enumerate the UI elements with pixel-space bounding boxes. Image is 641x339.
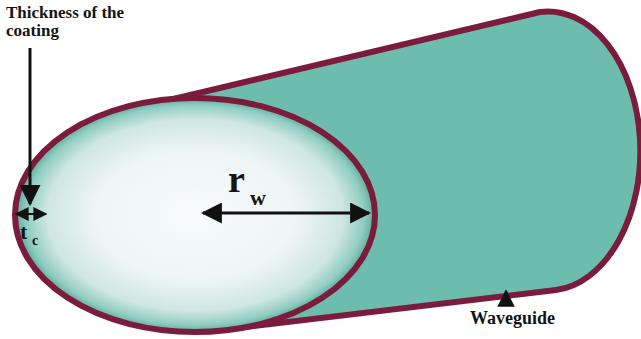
radius-dimension [203, 212, 369, 215]
subscript-label: c [32, 234, 38, 249]
symbol-label: t [20, 220, 27, 243]
symbol-label: r [228, 160, 245, 200]
leader-arrow [29, 48, 32, 204]
leader-arrow [505, 291, 508, 306]
waveguide-aperture [15, 98, 375, 332]
subscript-label: w [250, 186, 266, 209]
part-label: Waveguide [470, 309, 555, 328]
coating-label: Thickness of the coating [6, 4, 166, 40]
thickness-dimension [16, 213, 46, 215]
